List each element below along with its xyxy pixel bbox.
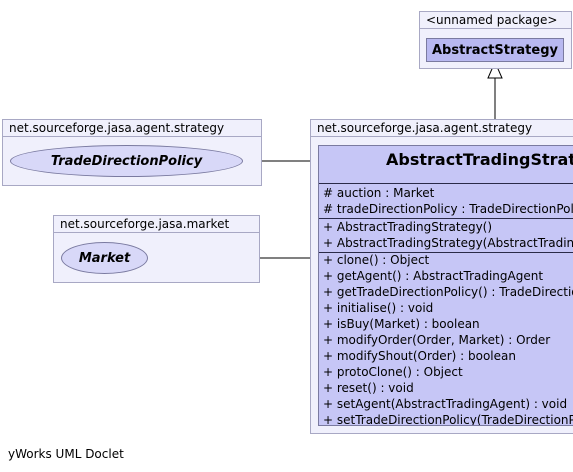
generalization-arrowhead	[487, 60, 503, 79]
method: + reset() : void	[323, 381, 414, 395]
method: + modifyShout(Order) : boolean	[323, 349, 516, 363]
class-abstract-trading-strategy[interactable]: AbstractTradingStrategy # auction : Mark…	[318, 145, 573, 426]
constructor: + AbstractTradingStrategy(AbstractTradin…	[323, 236, 573, 250]
divider-fields	[319, 183, 573, 184]
method: + isBuy(Market) : boolean	[323, 317, 480, 331]
package-separator	[54, 232, 259, 233]
method: + getAgent() : AbstractTradingAgent	[323, 269, 544, 283]
method: + setAgent(AbstractTradingAgent) : void	[323, 397, 568, 411]
field: # tradeDirectionPolicy : TradeDirectionP…	[323, 202, 573, 216]
method: + setTradeDirectionPolicy(TradeDirection…	[323, 413, 573, 426]
package-label: <unnamed package>	[426, 13, 558, 27]
divider-constructors	[319, 218, 573, 219]
class-name: AbstractTradingStrategy	[386, 150, 573, 169]
interface-trade-direction-policy[interactable]: TradeDirectionPolicy	[10, 145, 243, 177]
footer-credit: yWorks UML Doclet	[8, 447, 124, 461]
method: + clone() : Object	[323, 253, 430, 267]
class-title: AbstractTradingStrategy	[319, 146, 573, 182]
package-label: net.sourceforge.jasa.market	[60, 217, 230, 231]
divider-methods	[319, 252, 573, 253]
package-separator	[3, 136, 261, 137]
class-abstract-strategy[interactable]: AbstractStrategy	[426, 38, 564, 62]
package-separator	[420, 28, 571, 29]
package-separator	[311, 136, 573, 137]
interface-market[interactable]: Market	[61, 242, 148, 274]
method: + getTradeDirectionPolicy() : TradeDirec…	[323, 285, 573, 299]
method: + modifyOrder(Order, Market) : Order	[323, 333, 551, 347]
method: + protoClone() : Object	[323, 365, 463, 379]
field: # auction : Market	[323, 186, 435, 200]
package-label: net.sourceforge.jasa.agent.strategy	[9, 121, 225, 135]
package-label: net.sourceforge.jasa.agent.strategy	[317, 121, 533, 135]
constructor: + AbstractTradingStrategy()	[323, 220, 493, 234]
method: + initialise() : void	[323, 301, 434, 315]
